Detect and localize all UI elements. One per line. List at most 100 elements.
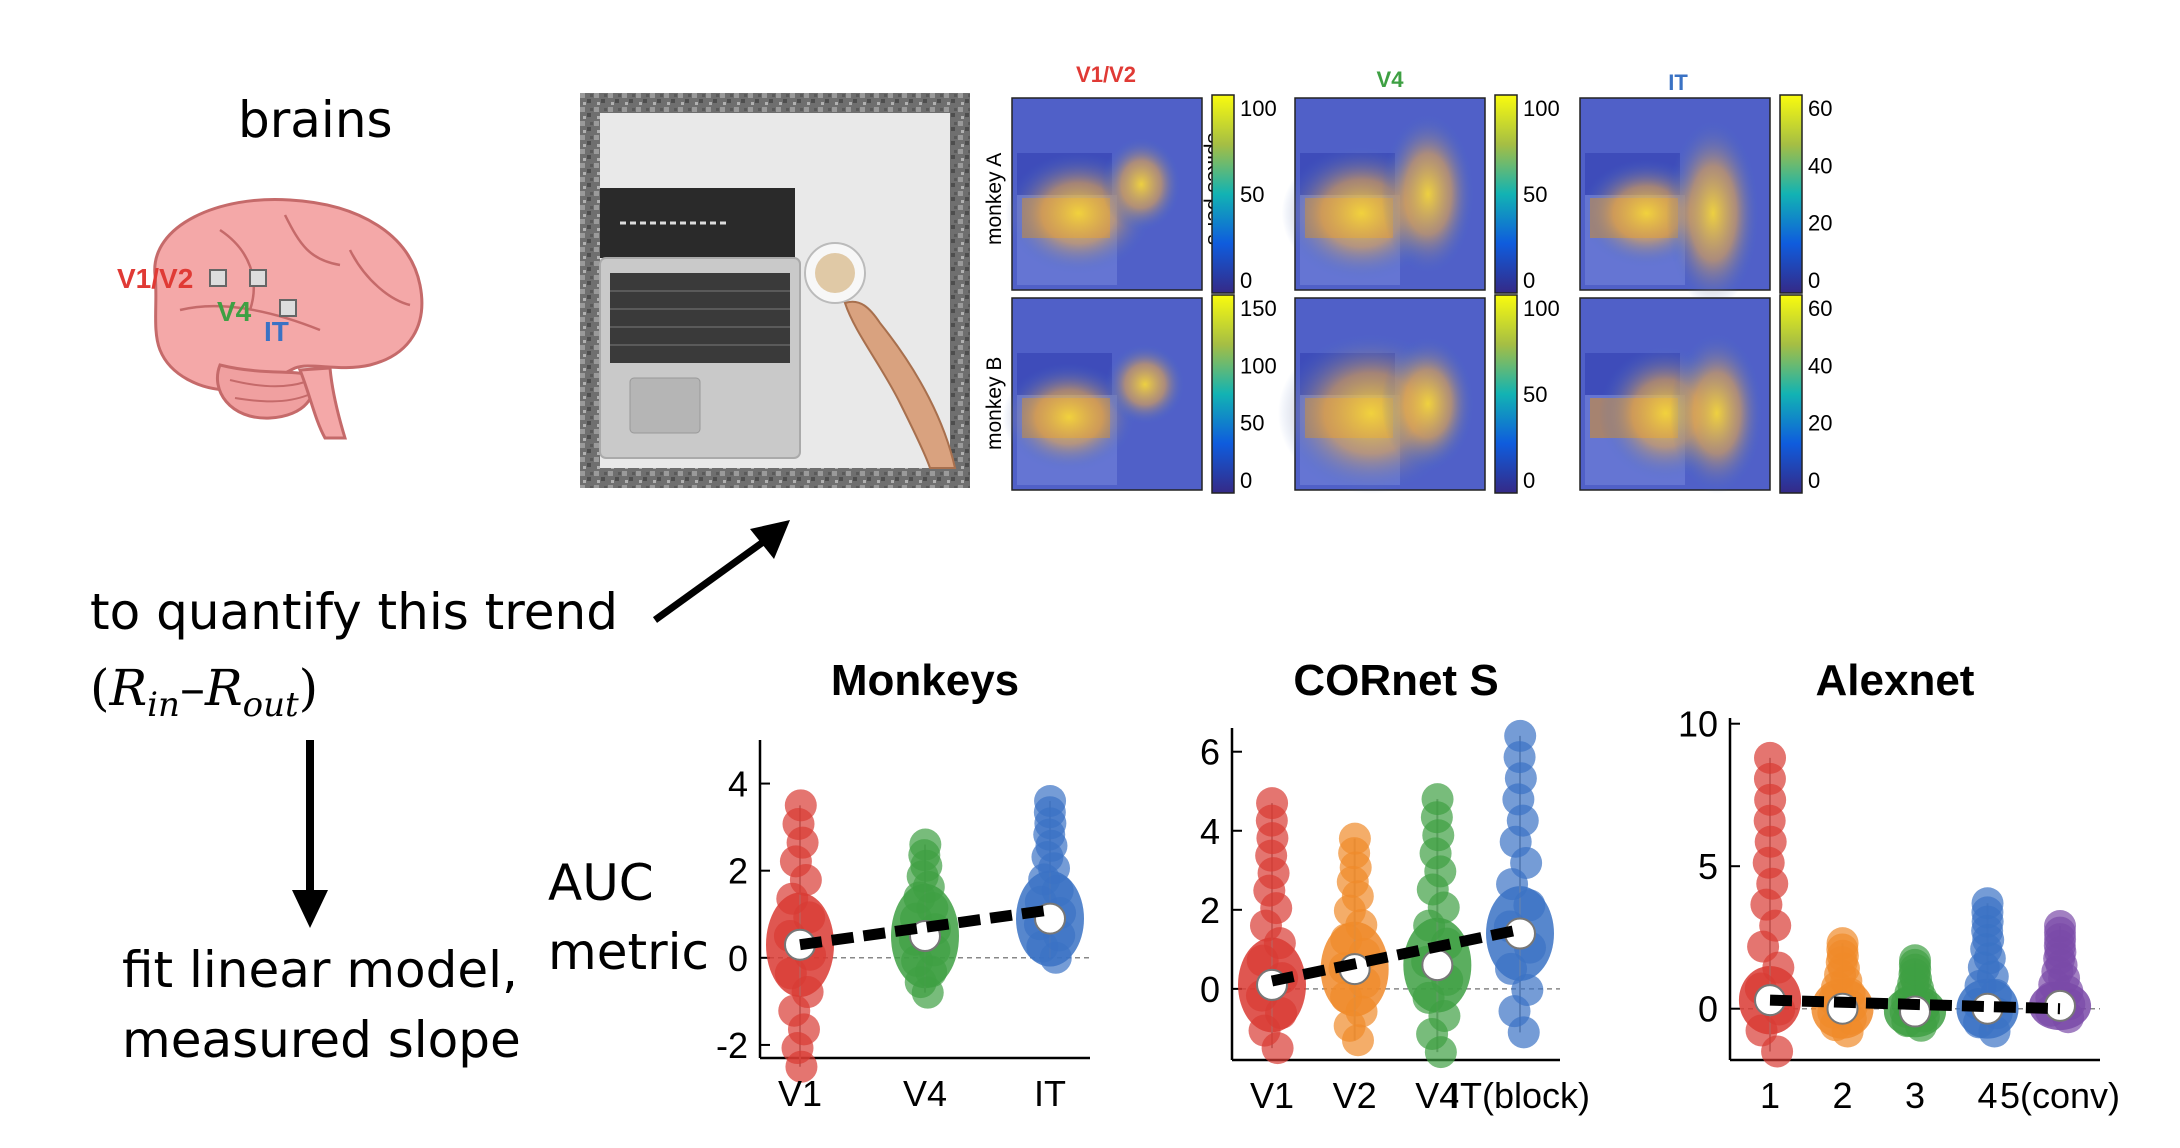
y-tick-label: 6 [1200, 732, 1220, 773]
violin-group [1956, 887, 2019, 1048]
data-point [909, 828, 942, 861]
heatmap-panel: 60 40 20 0 [1579, 294, 1832, 494]
x-tick-label: 2 [1832, 1075, 1852, 1116]
colorbar-tick-label: 0 [1808, 468, 1820, 493]
formula-sub-out: out [242, 685, 299, 725]
chart-title: Monkeys [831, 656, 1019, 705]
y-tick-label: 4 [1200, 811, 1220, 852]
x-tick-label: 1 [1760, 1075, 1780, 1116]
y-tick-label: 2 [1200, 890, 1220, 931]
x-tick-label: V4 [903, 1073, 947, 1114]
stimulus-image [580, 93, 970, 488]
area-label-it: IT [264, 316, 289, 347]
violin-group [1320, 822, 1389, 1057]
violin-chart: Monkeys -2 0 2 4V1 V4 IT [716, 656, 1090, 1114]
x-tick-label: V1 [1250, 1075, 1294, 1116]
area-label-v1v2: V1/V2 [117, 263, 194, 294]
violin-group [1811, 927, 1874, 1048]
data-point [1256, 787, 1289, 820]
colorbar-tick-label: 60 [1808, 296, 1832, 321]
colorbar-tick-label: 60 [1808, 96, 1832, 121]
formula-dash: – [179, 659, 205, 717]
colorbar-tick-label: 0 [1240, 268, 1252, 293]
violin-group [2028, 910, 2092, 1034]
x-tick-label: 3 [1905, 1075, 1925, 1116]
y-tick-label: 2 [728, 851, 748, 892]
fit-line [1769, 994, 2061, 1015]
y-tick-label: 0 [728, 938, 748, 979]
quantify-text: to quantify this trend [90, 583, 618, 641]
y-tick-label: 10 [1678, 704, 1718, 745]
down-arrow [292, 740, 328, 928]
heatmap-title-v4: V4 [1376, 67, 1404, 92]
colorbar-tick-label: 50 [1523, 382, 1547, 407]
y-tick-label: 5 [1698, 846, 1718, 887]
y-tick-label: -2 [716, 1025, 748, 1066]
violin-group [1238, 787, 1306, 1065]
data-point [1034, 784, 1067, 817]
heatmap-panel: 100 50 0 [1005, 94, 1277, 294]
data-point [1745, 1014, 1778, 1047]
y-tick-label: 0 [1200, 969, 1220, 1010]
colorbar-tick-label: 0 [1523, 268, 1535, 293]
data-point [784, 789, 817, 822]
formula-r-in: R [109, 659, 148, 717]
colorbar-tick-label: 50 [1240, 182, 1264, 207]
chart-title: Alexnet [1816, 656, 1975, 705]
data-point [1826, 927, 1859, 960]
data-point [1754, 741, 1787, 774]
data-point [1421, 783, 1454, 816]
colorbar-tick-label: 20 [1808, 411, 1832, 436]
data-point [2044, 910, 2077, 943]
y-tick-label: 0 [1698, 989, 1718, 1030]
colorbar-tick-label: 100 [1240, 96, 1277, 121]
y-tick-label: 4 [728, 764, 748, 805]
fit-line [799, 904, 1051, 951]
colorbar-tick-label: 0 [1808, 268, 1820, 293]
colorbar-tick-label: 50 [1523, 182, 1547, 207]
diagonal-arrow [652, 520, 790, 623]
x-tick-label: V2 [1333, 1075, 1377, 1116]
x-tick-label: V4 [1415, 1075, 1459, 1116]
brain-illustration [153, 197, 424, 440]
formula-close: ) [298, 659, 319, 717]
colorbar-tick-label: 20 [1808, 211, 1832, 236]
colorbar-tick-label: 100 [1523, 296, 1560, 321]
fit-text-line1: fit linear model, [122, 941, 518, 999]
median-marker [1421, 949, 1454, 982]
data-point [1504, 719, 1537, 752]
formula-sub-in: in [147, 685, 180, 725]
x-tick-label: 5(conv) [2000, 1075, 2120, 1116]
violin-group [1403, 783, 1472, 1069]
colorbar-tick-label: 40 [1808, 353, 1832, 378]
fit-line [1270, 924, 1522, 987]
violin-group [1738, 741, 1802, 1068]
heatmap-title-v1v2: V1/V2 [1076, 62, 1136, 87]
formula-r-out: R [204, 659, 243, 717]
heatmap-panel: 100 50 0 [1281, 94, 1560, 294]
data-point [1899, 944, 1932, 977]
chart-title: CORnet S [1293, 656, 1498, 705]
data-point [1971, 887, 2004, 920]
heatmap-title-it: IT [1668, 70, 1688, 95]
x-tick-label: 4 [1977, 1075, 1997, 1116]
auc-label-line1: AUC [548, 854, 654, 912]
violin-group [1016, 784, 1084, 974]
violin-group [1883, 944, 1947, 1042]
colorbar-tick-label: 100 [1240, 353, 1277, 378]
auc-label-line2: metric [548, 923, 710, 981]
x-tick-label: IT [1034, 1073, 1066, 1114]
colorbar-tick-label: 50 [1240, 411, 1264, 436]
data-point [1338, 822, 1371, 855]
colorbar-tick-label: 150 [1240, 296, 1277, 321]
formula: (Rin–Rout) [90, 659, 319, 725]
colorbar-tick-label: 100 [1523, 96, 1560, 121]
x-tick-label: V1 [778, 1073, 822, 1114]
violin-group [891, 828, 959, 1009]
data-point [1513, 889, 1546, 922]
